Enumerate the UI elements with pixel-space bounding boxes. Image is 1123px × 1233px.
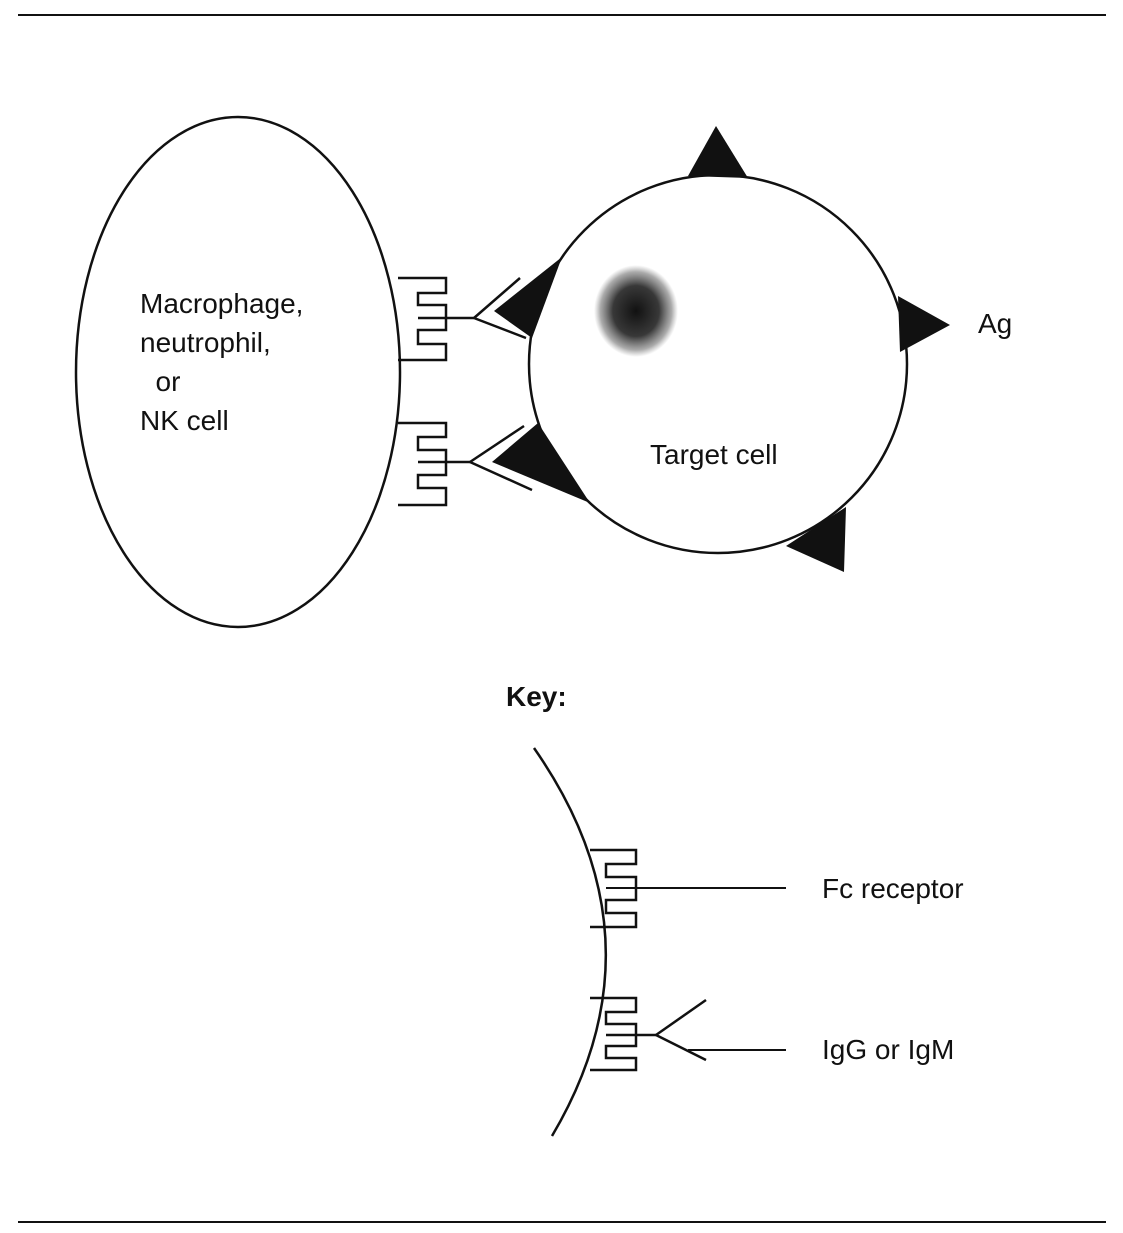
effector-cell-label-line-1: Macrophage,	[140, 288, 304, 319]
antigen-bottom-right	[786, 507, 846, 572]
key-antibody	[606, 998, 707, 1062]
effector-cell-label-line-3: or	[140, 366, 181, 397]
antibody-lower	[418, 424, 533, 492]
key-title: Key:	[506, 681, 567, 712]
antigen-upper-left	[494, 257, 562, 338]
antigen-markers	[492, 126, 950, 572]
nucleus	[594, 265, 678, 357]
target-cell-label: Target cell	[650, 439, 778, 470]
antigen-right	[898, 296, 950, 352]
effector-cell-label-line-4: NK cell	[140, 405, 229, 436]
antigen-lower-left	[492, 423, 590, 503]
target-cell	[527, 173, 909, 555]
key-antibody-label: IgG or IgM	[822, 1034, 955, 1065]
antibody-upper	[418, 277, 527, 340]
antigen-label: Ag	[978, 308, 1013, 339]
fc-receptor-lower	[398, 421, 448, 507]
key-membrane	[532, 747, 608, 1137]
effector-cell	[74, 115, 402, 629]
antigen-top	[688, 126, 748, 178]
effector-cell-label-line-2: neutrophil,	[140, 327, 271, 358]
key-fc-receptor-label: Fc receptor	[822, 873, 964, 904]
